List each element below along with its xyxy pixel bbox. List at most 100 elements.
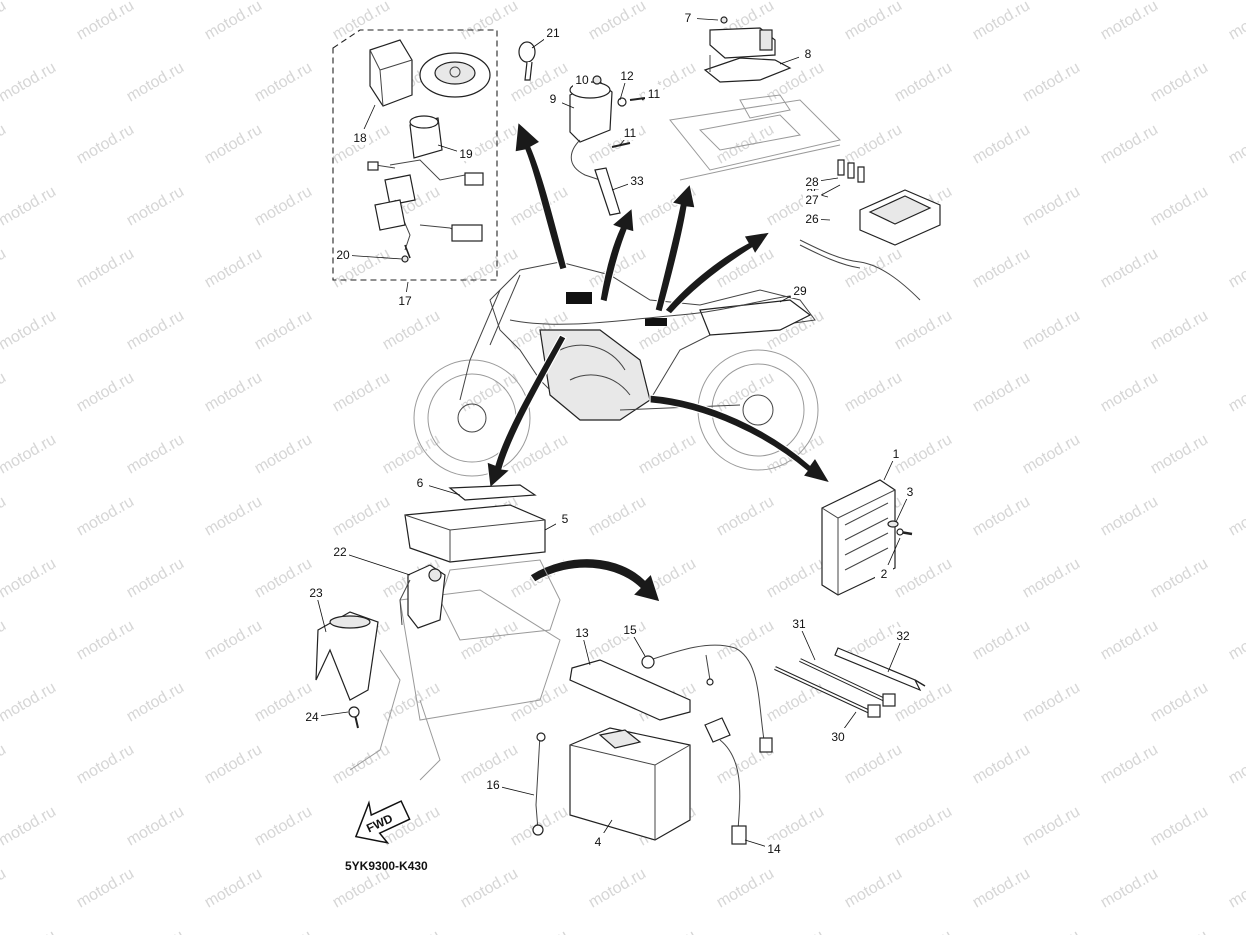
arrow-to-battery-box [486, 334, 567, 490]
arrow-to-fuse-box [664, 231, 772, 315]
callout-number: 17 [398, 294, 412, 308]
watermark-text: motod.ru [1226, 245, 1246, 291]
watermark-text: motod.ru [1226, 865, 1246, 911]
watermark-text: motod.ru [586, 865, 649, 911]
watermark-text: motod.ru [586, 493, 649, 539]
watermark-text: motod.ru [1020, 927, 1083, 935]
leader-line [339, 551, 411, 576]
arrow-to-ignition-coil [599, 206, 635, 303]
watermark-text: motod.ru [252, 803, 315, 849]
ignition-coil-assembly [569, 75, 646, 216]
callout-background [457, 145, 475, 161]
arrow-to-ignition-group [514, 120, 568, 271]
watermark-text: motod.ru [714, 369, 777, 415]
watermark-text: motod.ru [1020, 679, 1083, 725]
watermark-text: motod.ru [74, 245, 137, 291]
watermark-text: motod.ru [380, 307, 443, 353]
watermark-text: motod.ru [74, 865, 137, 911]
watermark-text: motod.ru [124, 183, 187, 229]
watermark-text: motod.ru [636, 431, 699, 477]
watermark-text: motod.ru [252, 927, 315, 935]
callout-number: 16 [486, 778, 500, 792]
watermark-text: motod.ru [458, 865, 521, 911]
watermark-text: motod.ru [74, 369, 137, 415]
watermark-text: motod.ru [0, 617, 9, 663]
callout-background [334, 246, 352, 262]
watermark-text: motod.ru [892, 927, 955, 935]
callout-number: 23 [309, 586, 323, 600]
callout-background [351, 129, 369, 145]
callout-background [791, 282, 809, 298]
arrow-to-regulator [649, 394, 832, 484]
callout-background [803, 210, 821, 226]
watermark-text: motod.ru [0, 803, 59, 849]
motorcycle-illustration [413, 261, 819, 477]
watermark-text: motod.ru [458, 245, 521, 291]
watermark-text: motod.ru [330, 741, 393, 787]
watermark-text: motod.ru [764, 927, 827, 935]
watermark-text: motod.ru [842, 369, 905, 415]
diagram-code: 5YK9300-K430 [345, 859, 428, 873]
callout-number: 15 [623, 623, 637, 637]
watermark-text: motod.ru [330, 0, 393, 43]
callout-background [829, 728, 847, 744]
watermark-text: motod.ru [970, 617, 1033, 663]
watermark-text: motod.ru [458, 0, 521, 43]
callout-number: 3 [907, 485, 914, 499]
callout-background [618, 67, 636, 83]
watermark-text: motod.ru [458, 617, 521, 663]
watermark-text: motod.ru [0, 493, 9, 539]
battery-assembly [532, 644, 773, 845]
watermark-text: motod.ru [1148, 183, 1211, 229]
watermark-text: motod.ru [74, 121, 137, 167]
callout-number: 27 [805, 193, 819, 207]
callout-background [573, 71, 591, 87]
callout-number: 13 [575, 626, 589, 640]
watermark-text: motod.ru [202, 493, 265, 539]
callout-number: 14 [767, 842, 781, 856]
watermark-text: motod.ru [0, 369, 9, 415]
callout-labels: 1234567891011111213141516171819202122232… [303, 9, 919, 856]
watermark-text: motod.ru [74, 0, 137, 43]
callout-background [396, 292, 414, 308]
watermark-text: motod.ru [124, 307, 187, 353]
callout-number: 32 [896, 629, 910, 643]
watermark-text: motod.ru [892, 307, 955, 353]
watermark-text: motod.ru [202, 369, 265, 415]
callout-number: 7 [685, 11, 692, 25]
fwd-arrow: FWD [354, 800, 411, 844]
ignition-group-17 [332, 29, 498, 281]
watermark-text: motod.ru [1020, 555, 1083, 601]
watermark-text: motod.ru [0, 59, 59, 105]
watermark-text: motod.ru [970, 121, 1033, 167]
watermark-text: motod.ru [0, 741, 9, 787]
callout-number: 19 [459, 147, 473, 161]
watermark-text: motod.ru [1226, 741, 1246, 787]
callout-background [544, 90, 562, 106]
callout-background [799, 45, 817, 61]
watermark-text: motod.ru [892, 679, 955, 725]
callout-number: 9 [550, 92, 557, 106]
fuse-box-assembly [799, 159, 941, 301]
watermark-text: motod.ru [252, 431, 315, 477]
watermark-text: motod.ru [74, 741, 137, 787]
callout-background [628, 172, 646, 188]
watermark-text: motod.ru [1020, 307, 1083, 353]
callout-number: 28 [805, 175, 819, 189]
watermark-text: motod.ru [202, 121, 265, 167]
watermark-text: motod.ru [0, 927, 59, 935]
callout-number: 31 [792, 617, 806, 631]
watermark-text: motod.ru [380, 431, 443, 477]
watermark-text: motod.ru [1148, 803, 1211, 849]
callout-background [887, 445, 905, 461]
watermark-text: motod.ru [970, 0, 1033, 43]
callout-number: 1 [893, 447, 900, 461]
callout-number: 10 [575, 73, 589, 87]
watermark-text: motod.ru [1098, 617, 1161, 663]
watermark-text: motod.ru [764, 555, 827, 601]
watermark-text: motod.ru [1098, 245, 1161, 291]
watermark-text: motod.ru [842, 741, 905, 787]
cable-ties [774, 647, 926, 718]
lock-cover-assembly [315, 564, 446, 729]
watermark-text: motod.ru [714, 865, 777, 911]
